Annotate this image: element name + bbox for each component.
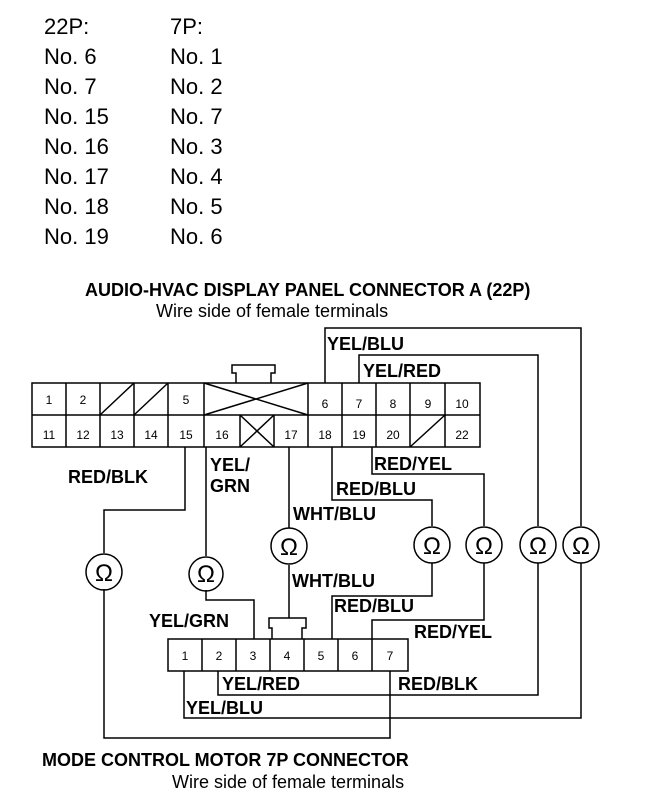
- ohmmeter: [85, 553, 123, 591]
- wire-label: YEL/RED: [363, 361, 441, 381]
- pin-cross-reference-table: 22P: 7P: No. 6 No. 1 No. 7 No. 2 No. 15 …: [44, 12, 290, 252]
- ohmmeter: [270, 527, 308, 565]
- connector-a-pin: 18: [318, 428, 332, 442]
- connector-a-pin: 9: [425, 397, 432, 411]
- ohm-symbol: Ω: [280, 534, 298, 561]
- pin-table-row: No. 15 No. 7: [44, 102, 290, 132]
- connector-a-latch: [231, 364, 276, 383]
- wire-label: RED/BLK: [398, 674, 478, 694]
- pin-table-header-22p: 22P:: [44, 14, 90, 39]
- wire-label: YEL/: [210, 455, 250, 475]
- ohm-symbol: Ω: [572, 533, 590, 560]
- pin-22p-value: No. 7: [44, 74, 97, 99]
- ohmmeter: [465, 526, 503, 564]
- connector-a-pin: 6: [322, 397, 329, 411]
- wire-label: YEL/BLU: [327, 334, 404, 354]
- ohmmeter: [562, 526, 600, 564]
- connector-a-pin: 16: [215, 428, 229, 442]
- wire-label: RED/BLU: [336, 479, 416, 499]
- pin-22p-value: No. 18: [44, 194, 109, 219]
- wire-label: RED/YEL: [414, 622, 492, 642]
- pin-table-header-7p: 7P:: [170, 14, 204, 39]
- pin-table-header: 22P: 7P:: [44, 12, 290, 42]
- wire-label: RED/BLU: [334, 596, 414, 616]
- wire-label: YEL/GRN: [149, 611, 229, 631]
- pin-7p-value: No. 4: [170, 164, 223, 189]
- connector-b-pin: 3: [250, 649, 257, 663]
- pin-table-row: No. 17 No. 4: [44, 162, 290, 192]
- ohm-symbol: Ω: [529, 533, 547, 560]
- connector-b-subtitle: Wire side of female terminals: [172, 772, 405, 792]
- pin-22p-value: No. 6: [44, 44, 97, 69]
- pin-table-row: No. 19 No. 6: [44, 222, 290, 252]
- pin-22p-value: No. 19: [44, 224, 109, 249]
- pin-7p-value: No. 3: [170, 134, 223, 159]
- connector-a-pin: 15: [179, 428, 193, 442]
- connector-b-body: [167, 638, 409, 672]
- connector-b-latch: [268, 617, 307, 639]
- pin-table-row: No. 6 No. 1: [44, 42, 290, 72]
- connector-a-pin: 22: [455, 428, 469, 442]
- ohm-symbol: Ω: [197, 561, 215, 588]
- pin-7p-value: No. 1: [170, 44, 223, 69]
- pin-table-row: No. 16 No. 3: [44, 132, 290, 162]
- connector-a-pin: 12: [76, 428, 90, 442]
- ohmmeter: [188, 556, 224, 592]
- wire-label: YEL/BLU: [186, 698, 263, 718]
- wire-label: YEL/RED: [222, 674, 300, 694]
- connector-b-pin: 6: [352, 649, 359, 663]
- connector-a-pin: 11: [43, 428, 56, 442]
- connector-a-pin: 10: [455, 397, 469, 411]
- ohmmeter: [413, 526, 451, 564]
- pin-7p-value: No. 5: [170, 194, 223, 219]
- connector-a-subtitle: Wire side of female terminals: [156, 301, 389, 321]
- wire-label: RED/BLK: [68, 467, 148, 487]
- pin-table-row: No. 18 No. 5: [44, 192, 290, 222]
- connector-a-pin: 7: [356, 397, 363, 411]
- wire-label: RED/YEL: [374, 454, 452, 474]
- connector-b-pin: 7: [387, 649, 394, 663]
- ohm-symbol: Ω: [423, 533, 441, 560]
- pin-7p-value: No. 6: [170, 224, 223, 249]
- connector-a-pin: 1: [46, 393, 53, 407]
- connector-a-title: AUDIO-HVAC DISPLAY PANEL CONNECTOR A (22…: [85, 280, 531, 300]
- wire-label: GRN: [210, 476, 250, 496]
- pin-7p-value: No. 2: [170, 74, 223, 99]
- connector-a-pin: 14: [144, 428, 158, 442]
- connector-a-pin: 19: [352, 428, 366, 442]
- connector-a-pin: 13: [110, 428, 124, 442]
- ohm-symbol: Ω: [95, 560, 113, 587]
- pin-7p-value: No. 7: [170, 104, 223, 129]
- connector-a-pin: 17: [284, 428, 298, 442]
- connector-b-pin: 1: [182, 649, 189, 663]
- connector-a-pin: 8: [390, 397, 397, 411]
- wire-label: WHT/BLU: [293, 504, 376, 524]
- connector-a-pin: 2: [80, 393, 87, 407]
- ohmmeter: [519, 526, 557, 564]
- pin-table-row: No. 7 No. 2: [44, 72, 290, 102]
- pin-22p-value: No. 16: [44, 134, 109, 159]
- connector-b-pin: 4: [284, 649, 291, 663]
- wire-label: WHT/BLU: [292, 571, 375, 591]
- connector-a-pin: 20: [386, 428, 400, 442]
- ohm-symbol: Ω: [475, 533, 493, 560]
- connector-a-pin: 5: [183, 393, 190, 407]
- connector-b-pin: 2: [216, 649, 223, 663]
- pin-22p-value: No. 15: [44, 104, 109, 129]
- connector-b-pin: 5: [318, 649, 325, 663]
- pin-22p-value: No. 17: [44, 164, 109, 189]
- connector-b-title: MODE CONTROL MOTOR 7P CONNECTOR: [42, 750, 409, 770]
